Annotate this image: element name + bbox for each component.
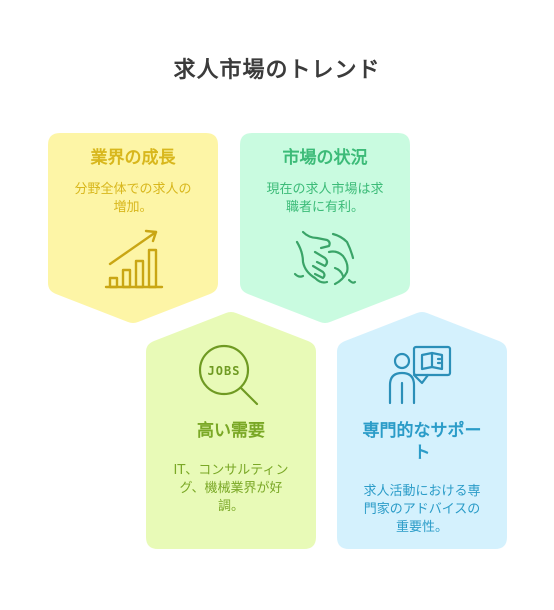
card-title-high-demand: 高い需要 [197, 421, 265, 441]
card-desc-line: グ、機械業界が好 [179, 481, 283, 496]
advisor-presentation-icon [388, 345, 452, 405]
card-desc-market-status: 現在の求人市場は求 職者に有利。 [240, 181, 410, 217]
card-desc-line: 重要性。 [395, 520, 448, 535]
card-desc-line: IT、コンサルティン [173, 463, 289, 478]
card-desc-line: 増加。 [113, 200, 153, 215]
card-desc-industry-growth: 分野全体での求人の 増加。 [48, 181, 218, 217]
card-shape-high-demand [146, 312, 316, 549]
card-desc-line: 求人活動における専 [363, 484, 481, 499]
bar-chart-growth-icon [104, 229, 164, 289]
card-desc-line: 現在の求人市場は求 [266, 182, 384, 197]
card-title-line: ト [413, 443, 431, 463]
card-title-line: 専門的なサポー [362, 421, 482, 441]
jobs-icon-label: JOBS [208, 364, 241, 378]
page-title: 求人市場のトレンド [173, 58, 381, 83]
handshake-icon [293, 230, 357, 286]
card-desc-line: 調。 [217, 499, 244, 514]
card-shape-market-status [240, 133, 410, 323]
jobs-search-icon: JOBS [198, 344, 259, 406]
card-shape-professional-support [337, 312, 507, 549]
card-desc-high-demand: IT、コンサルティン グ、機械業界が好 調。 [146, 462, 316, 516]
card-title-industry-growth: 業界の成長 [90, 148, 176, 168]
card-title-professional-support: 専門的なサポー ト [337, 420, 507, 464]
card-desc-line: 職者に有利。 [285, 200, 364, 215]
card-title-market-status: 市場の状況 [282, 148, 368, 168]
card-desc-professional-support: 求人活動における専 門家のアドバイスの 重要性。 [337, 483, 507, 537]
card-desc-line: 分野全体での求人の [74, 182, 192, 197]
card-shape-industry-growth [48, 133, 218, 323]
card-desc-line: 門家のアドバイスの [363, 502, 481, 517]
